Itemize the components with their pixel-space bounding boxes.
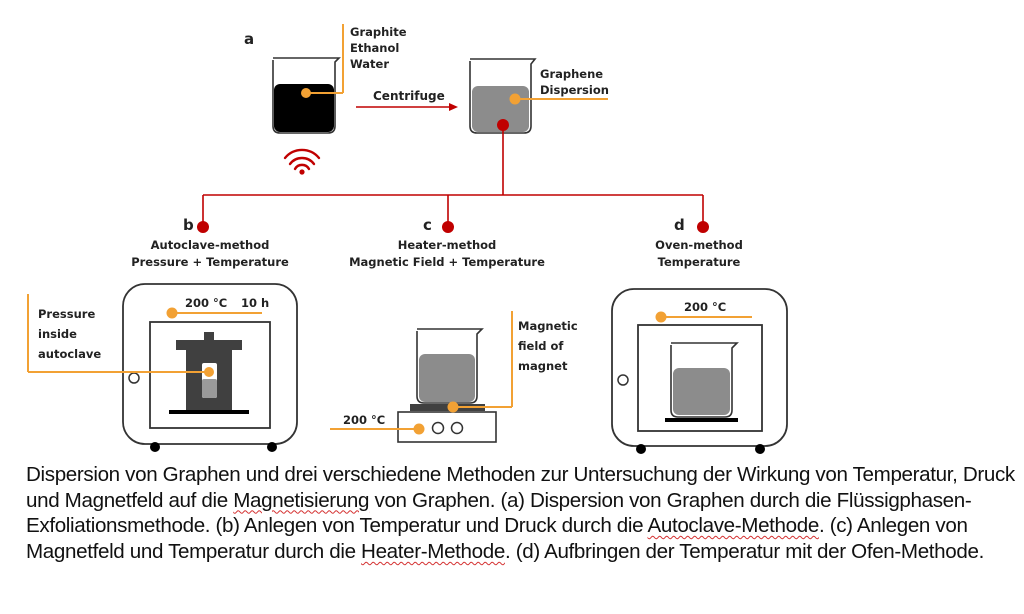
oven-chamber	[149, 321, 271, 429]
knob-icon	[450, 421, 464, 435]
pointer-dot	[655, 311, 667, 323]
heater-plate	[410, 404, 485, 411]
output-label-dispersion: Dispersion	[540, 83, 609, 97]
arrow-head-icon	[449, 103, 458, 111]
panel-b-temperature: 200 °C	[185, 296, 227, 310]
panel-d-subtitle: Temperature	[658, 255, 741, 269]
centrifuge-label: Centrifuge	[373, 89, 445, 103]
knob-icon	[431, 421, 445, 435]
pressure-label-line2: inside	[38, 327, 77, 341]
pressure-label-line3: autoclave	[38, 347, 101, 361]
graphene-methods-diagram: a Graphite Ethanol Water Centrifuge	[27, 24, 788, 454]
panel-d: d Oven-method Temperature 200 °C	[611, 216, 788, 454]
magnet-label-line2: field of	[518, 339, 564, 353]
caption-text: . (c) Anlegen von Magnetfeld und Tempera…	[26, 514, 968, 563]
branch-dot-d	[697, 221, 709, 233]
caption-text: von Graphen. (a) Dispersion von Graphen …	[26, 488, 972, 538]
heater-beaker	[416, 328, 484, 404]
panel-b-duration: 10 h	[241, 296, 269, 310]
pressure-label-line1: Pressure	[38, 307, 95, 321]
graphite-mixture-liquid	[274, 84, 334, 132]
caption-spellcheck-word: Magnetisierung	[233, 488, 370, 512]
beaker-outline	[469, 58, 537, 134]
branch-dot-c	[442, 221, 454, 233]
panel-b-letter: b	[183, 216, 194, 234]
panel-c-title: Heater-method	[398, 238, 497, 252]
door-knob-icon	[617, 374, 629, 386]
panel-c-subtitle: Magnetic Field + Temperature	[349, 255, 545, 269]
beaker-outline	[272, 57, 341, 134]
wheel-icon	[755, 444, 765, 454]
ultrasound-waves-icon	[283, 148, 321, 175]
wheel-icon	[150, 442, 160, 452]
magnet-label-line1: Magnetic	[518, 319, 578, 333]
pointer-dot	[301, 88, 311, 98]
panel-b: b Autoclave-method Pressure + Temperatur…	[27, 216, 298, 452]
pointer-dot	[447, 401, 459, 413]
input-label-water: Water	[350, 57, 389, 71]
pointer-dot	[509, 93, 521, 105]
panel-d-letter: d	[674, 216, 685, 234]
wheel-icon	[636, 444, 646, 454]
panel-a: a Graphite Ethanol Water Centrifuge	[244, 24, 609, 175]
caption-spellcheck-word: Autoclave-Methode	[647, 514, 819, 538]
figure-caption: Dispersion von Graphen und drei verschie…	[26, 462, 1021, 564]
panel-c-temperature: 200 °C	[343, 413, 385, 427]
branch-connector	[202, 125, 704, 227]
oven-shelf	[665, 418, 738, 422]
panel-d-title: Oven-method	[655, 238, 743, 252]
input-label-ethanol: Ethanol	[350, 41, 399, 55]
panel-d-temperature: 200 °C	[684, 300, 726, 314]
output-label-graphene: Graphene	[540, 67, 603, 81]
caption-spellcheck-word: Heater-Methode	[361, 539, 505, 563]
oven-body	[611, 288, 788, 447]
graphite-beaker	[272, 57, 341, 134]
pointer-dot	[204, 367, 214, 377]
branch-origin-dot	[497, 119, 509, 131]
caption-text: Dispersion von Graphen und drei verschie…	[26, 463, 1015, 512]
pointer-dot	[166, 307, 178, 319]
oven-chamber	[637, 324, 763, 432]
oven-beaker	[670, 342, 739, 418]
panel-c-letter: c	[423, 216, 432, 234]
magnet-label-line3: magnet	[518, 359, 568, 373]
autoclave-oven-body	[122, 283, 298, 445]
panel-b-title: Autoclave-method	[151, 238, 270, 252]
panel-b-subtitle: Pressure + Temperature	[131, 255, 289, 269]
door-knob-icon	[128, 372, 140, 384]
panel-a-letter: a	[244, 30, 254, 48]
caption-text: . (d) Aufbringen der Temperatur mit der …	[504, 539, 984, 563]
pointer-dot	[413, 423, 425, 435]
panel-c: c Heater-method Magnetic Field + Tempera…	[330, 216, 578, 443]
magnetic-stirrer-base	[397, 411, 497, 443]
branch-dot-b	[197, 221, 209, 233]
input-label-graphite: Graphite	[350, 25, 407, 39]
wheel-icon	[267, 442, 277, 452]
